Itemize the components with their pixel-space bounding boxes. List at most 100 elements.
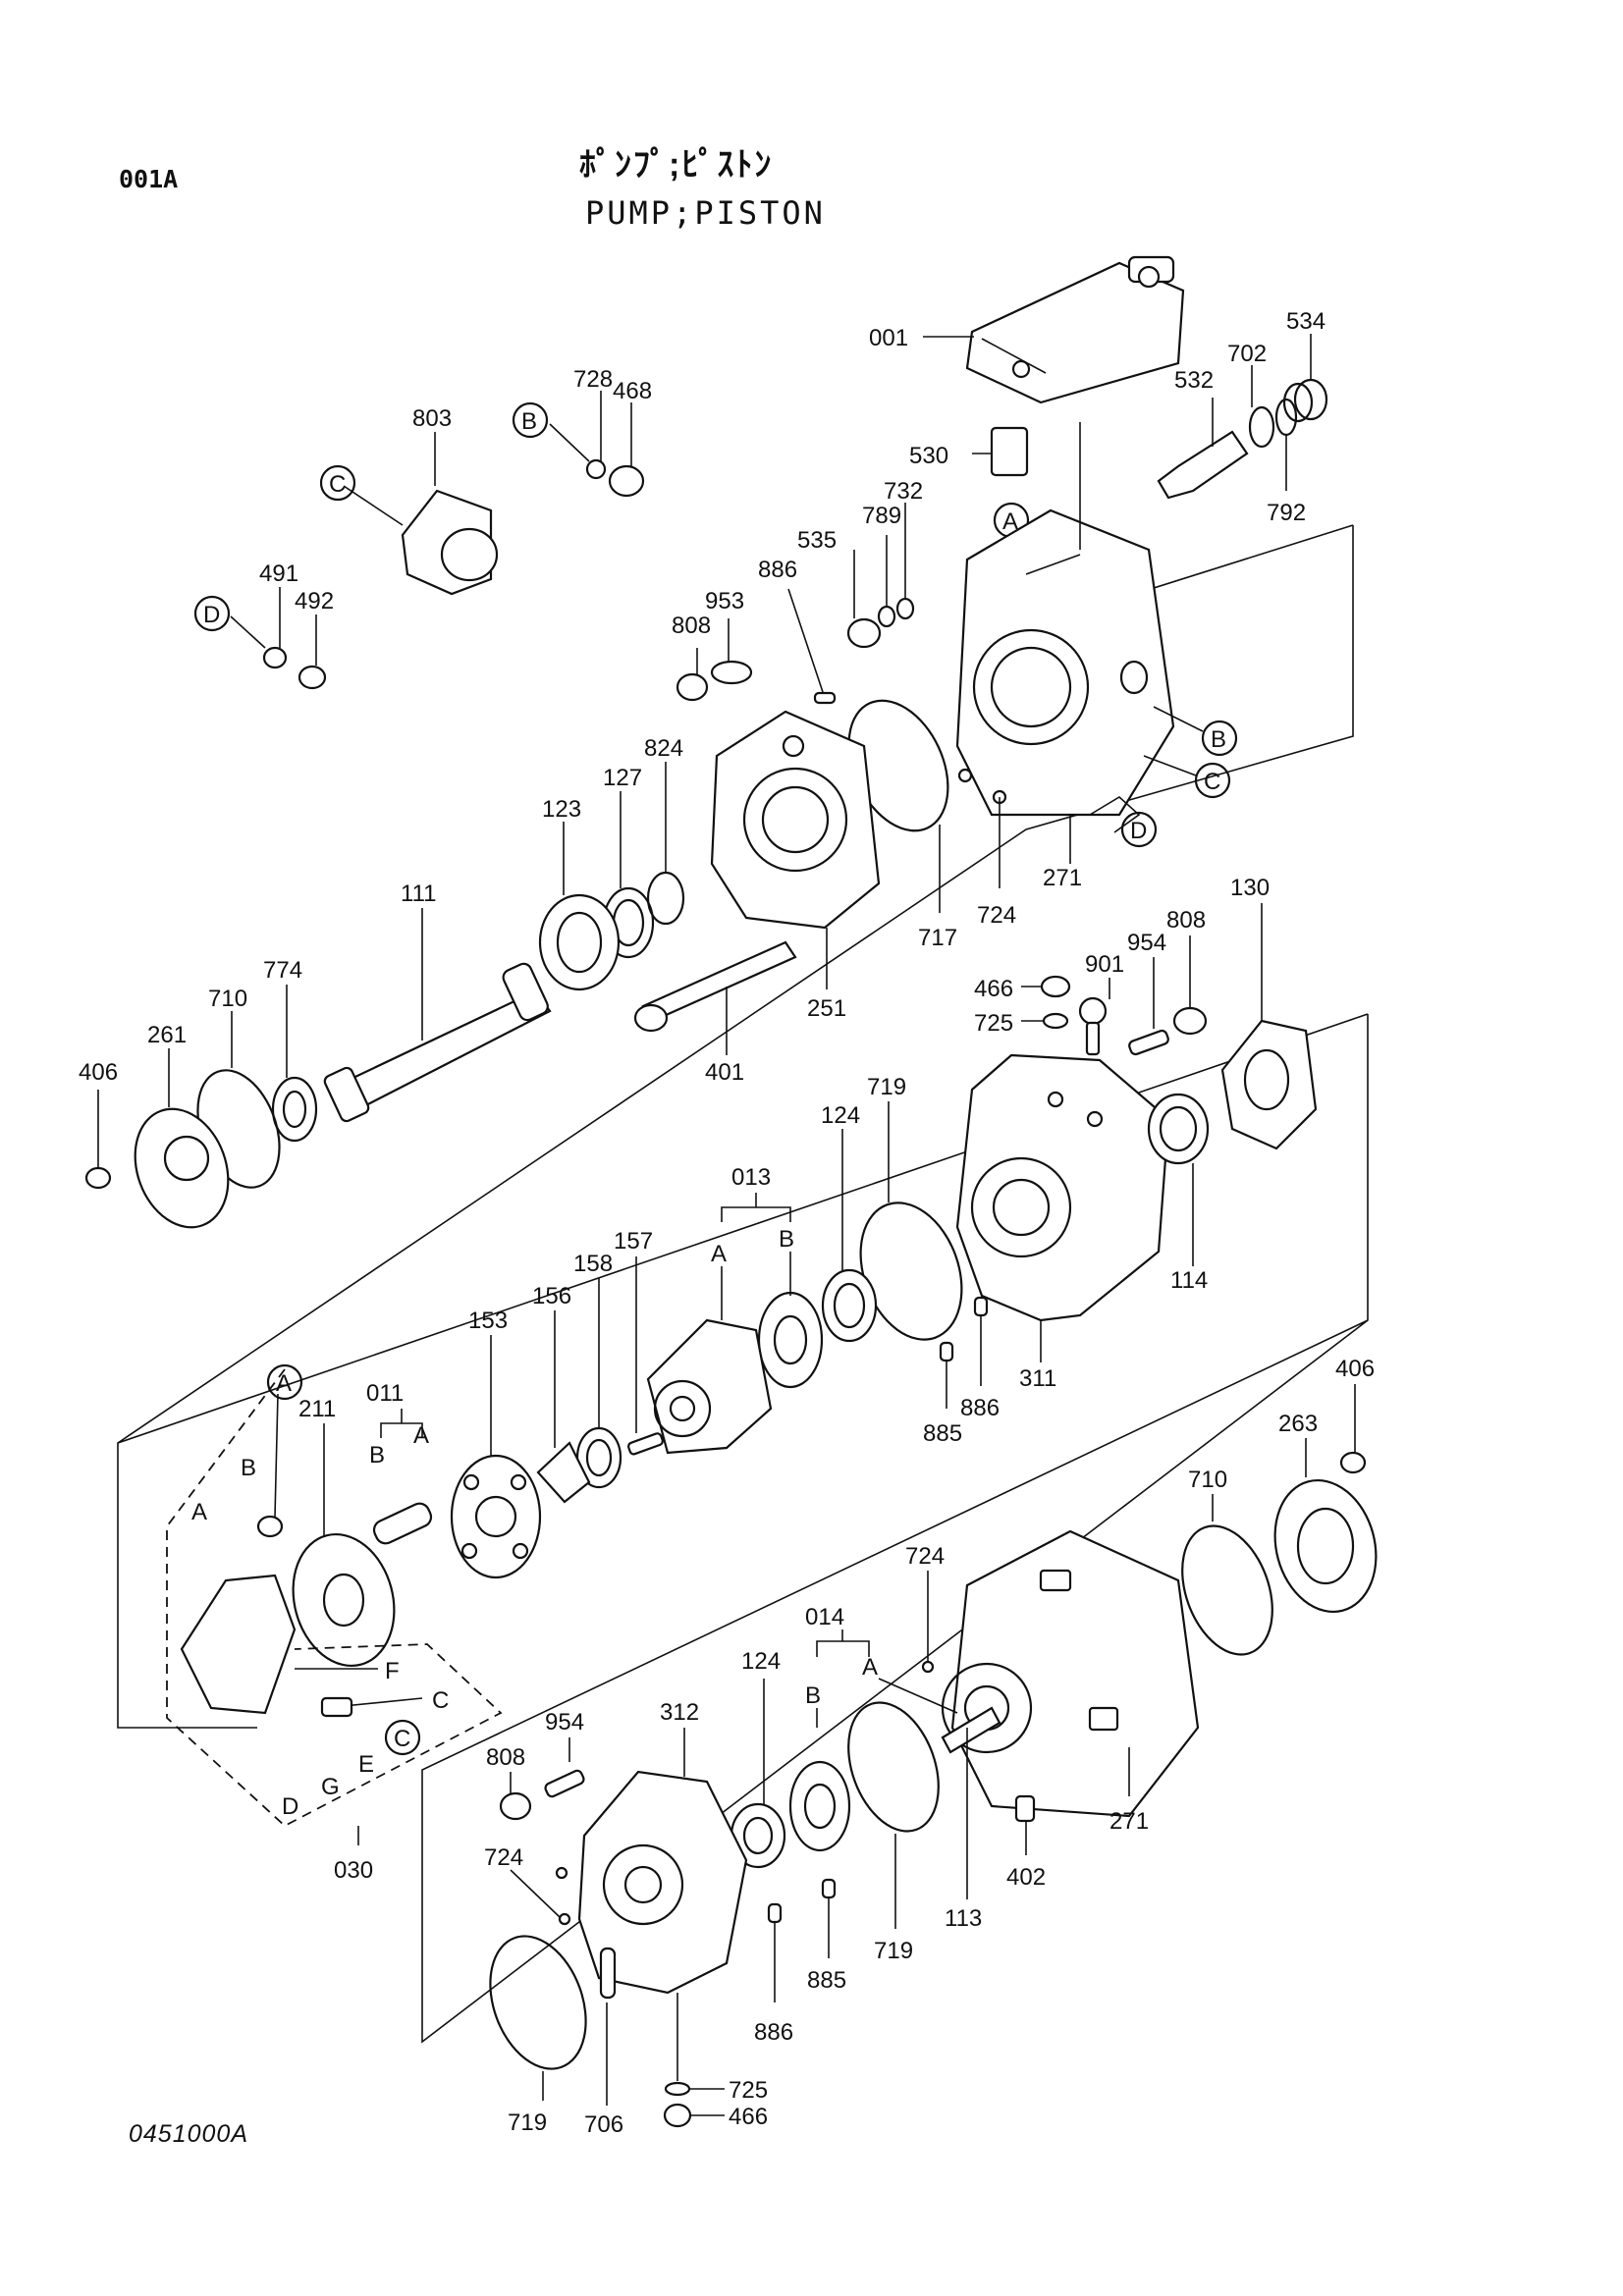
part-468-plug bbox=[549, 391, 645, 498]
part-724-oring-b bbox=[921, 1571, 935, 1674]
callout-774: 774 bbox=[263, 957, 302, 984]
callout-261: 261 bbox=[147, 1022, 187, 1048]
callout-466-a: 466 bbox=[974, 976, 1013, 1002]
callout-886-a: 886 bbox=[758, 557, 797, 583]
callout-030: 030 bbox=[334, 1857, 373, 1884]
callout-710-b: 710 bbox=[1188, 1467, 1227, 1493]
callout-710-a: 710 bbox=[208, 986, 247, 1012]
callout-706: 706 bbox=[584, 2111, 623, 2138]
part-901-eyebolt bbox=[1078, 978, 1110, 1056]
callout-402: 402 bbox=[1006, 1864, 1046, 1891]
letter-011-b: B bbox=[369, 1442, 385, 1468]
callout-211: 211 bbox=[298, 1396, 336, 1422]
callout-312: 312 bbox=[660, 1699, 699, 1726]
part-251-block bbox=[710, 710, 881, 989]
part-702-oring bbox=[1248, 365, 1275, 449]
callout-719-a: 719 bbox=[867, 1074, 906, 1100]
callout-492: 492 bbox=[295, 588, 334, 614]
callout-724-c: 724 bbox=[484, 1844, 523, 1871]
callout-251: 251 bbox=[807, 995, 846, 1022]
part-803-solenoid bbox=[343, 432, 499, 596]
part-466-725-plug-b bbox=[663, 1993, 725, 2128]
callout-725-a: 725 bbox=[974, 1010, 1013, 1037]
part-014-valve-plate bbox=[816, 1629, 958, 1728]
part-954-808-c bbox=[499, 1737, 585, 1821]
ref-circle-c-2: C bbox=[1204, 769, 1220, 795]
ref-circle-d-2: D bbox=[1130, 818, 1147, 844]
part-824-snap-ring bbox=[646, 762, 685, 926]
part-532-piston bbox=[1157, 398, 1249, 500]
part-710-oring-b bbox=[1181, 1494, 1273, 1656]
callout-886-c: 886 bbox=[754, 2019, 793, 2046]
callout-127: 127 bbox=[603, 765, 642, 791]
callout-717: 717 bbox=[918, 925, 957, 951]
part-124-bearing-a bbox=[821, 1129, 878, 1343]
callout-954-b: 954 bbox=[545, 1709, 584, 1735]
part-114-spline-coupling bbox=[1147, 1093, 1210, 1266]
letter-013-a: A bbox=[711, 1241, 727, 1267]
callout-263: 263 bbox=[1278, 1411, 1318, 1437]
ref-circle-c-1: C bbox=[329, 471, 346, 498]
letter-014-b: B bbox=[805, 1682, 821, 1709]
letter-030-d: D bbox=[282, 1793, 298, 1820]
ref-circle-a-1: A bbox=[1002, 508, 1018, 535]
part-724-oring-c bbox=[510, 1866, 571, 1926]
part-466-725-plug-a bbox=[1021, 975, 1071, 1030]
section-frame-upper bbox=[117, 525, 1354, 1729]
ref-circle-a-2: A bbox=[276, 1370, 292, 1397]
part-491-492-plugs bbox=[230, 587, 327, 690]
callout-113: 113 bbox=[945, 1905, 982, 1932]
callout-808-b: 808 bbox=[1166, 907, 1206, 934]
part-013-valve-plate bbox=[721, 1193, 824, 1389]
part-cylinder-block bbox=[646, 1318, 773, 1455]
part-885-886-pins-a bbox=[939, 1296, 989, 1409]
letter-030-f: F bbox=[385, 1658, 400, 1684]
callout-001: 001 bbox=[869, 325, 908, 351]
letter-030-c: C bbox=[432, 1687, 449, 1714]
callout-789: 789 bbox=[862, 503, 901, 529]
part-312-valve-block bbox=[577, 1728, 748, 2000]
callout-468: 468 bbox=[613, 378, 652, 404]
part-130-booster bbox=[1220, 903, 1318, 1150]
callout-013: 013 bbox=[731, 1164, 771, 1191]
callout-808-a: 808 bbox=[672, 613, 711, 639]
callout-725-b: 725 bbox=[729, 2077, 768, 2104]
section-frame-lower bbox=[421, 1014, 1369, 2044]
callout-401: 401 bbox=[705, 1059, 744, 1086]
letter-014-a: A bbox=[862, 1654, 878, 1681]
callout-724-a: 724 bbox=[977, 902, 1016, 929]
callout-011: 011 bbox=[366, 1380, 404, 1407]
callout-719-c: 719 bbox=[508, 2109, 547, 2136]
callout-491: 491 bbox=[259, 561, 298, 587]
callout-792: 792 bbox=[1267, 500, 1306, 526]
callout-271-a: 271 bbox=[1043, 865, 1082, 891]
callout-130: 130 bbox=[1230, 875, 1270, 901]
ref-circle-b-2: B bbox=[1211, 726, 1226, 753]
page-title: PUMP;PISTON bbox=[585, 194, 826, 232]
callout-885-b: 885 bbox=[807, 1967, 846, 1994]
part-535-789-732 bbox=[846, 503, 915, 649]
callout-158: 158 bbox=[573, 1251, 613, 1277]
callout-124-a: 124 bbox=[821, 1102, 860, 1129]
part-406-bolt-a bbox=[84, 1090, 112, 1190]
part-792-backup-ring bbox=[1274, 398, 1298, 491]
callout-406-b: 406 bbox=[1335, 1356, 1375, 1382]
part-158-spherical-bush bbox=[575, 1278, 622, 1489]
part-030-swash-plate bbox=[166, 1368, 503, 1845]
page-title-japanese: ﾎﾟﾝﾌﾟ;ﾋﾟｽﾄﾝ bbox=[579, 146, 774, 184]
callout-808-c: 808 bbox=[486, 1744, 525, 1771]
part-123-bearing bbox=[538, 822, 621, 991]
letter-030-a: A bbox=[191, 1499, 207, 1525]
drawing-number: 0451000A bbox=[129, 2120, 249, 2148]
callout-124-b: 124 bbox=[741, 1648, 781, 1675]
part-534-plug bbox=[1282, 334, 1328, 423]
part-211-shoe-plate bbox=[292, 1423, 396, 1668]
callout-719-b: 719 bbox=[874, 1938, 913, 1964]
callout-824: 824 bbox=[644, 735, 683, 762]
ref-circle-d-1: D bbox=[203, 602, 220, 628]
part-808-953-886 bbox=[676, 588, 837, 705]
callout-724-b: 724 bbox=[905, 1543, 945, 1570]
callout-466-b: 466 bbox=[729, 2104, 768, 2130]
part-001-regulator bbox=[923, 255, 1185, 404]
